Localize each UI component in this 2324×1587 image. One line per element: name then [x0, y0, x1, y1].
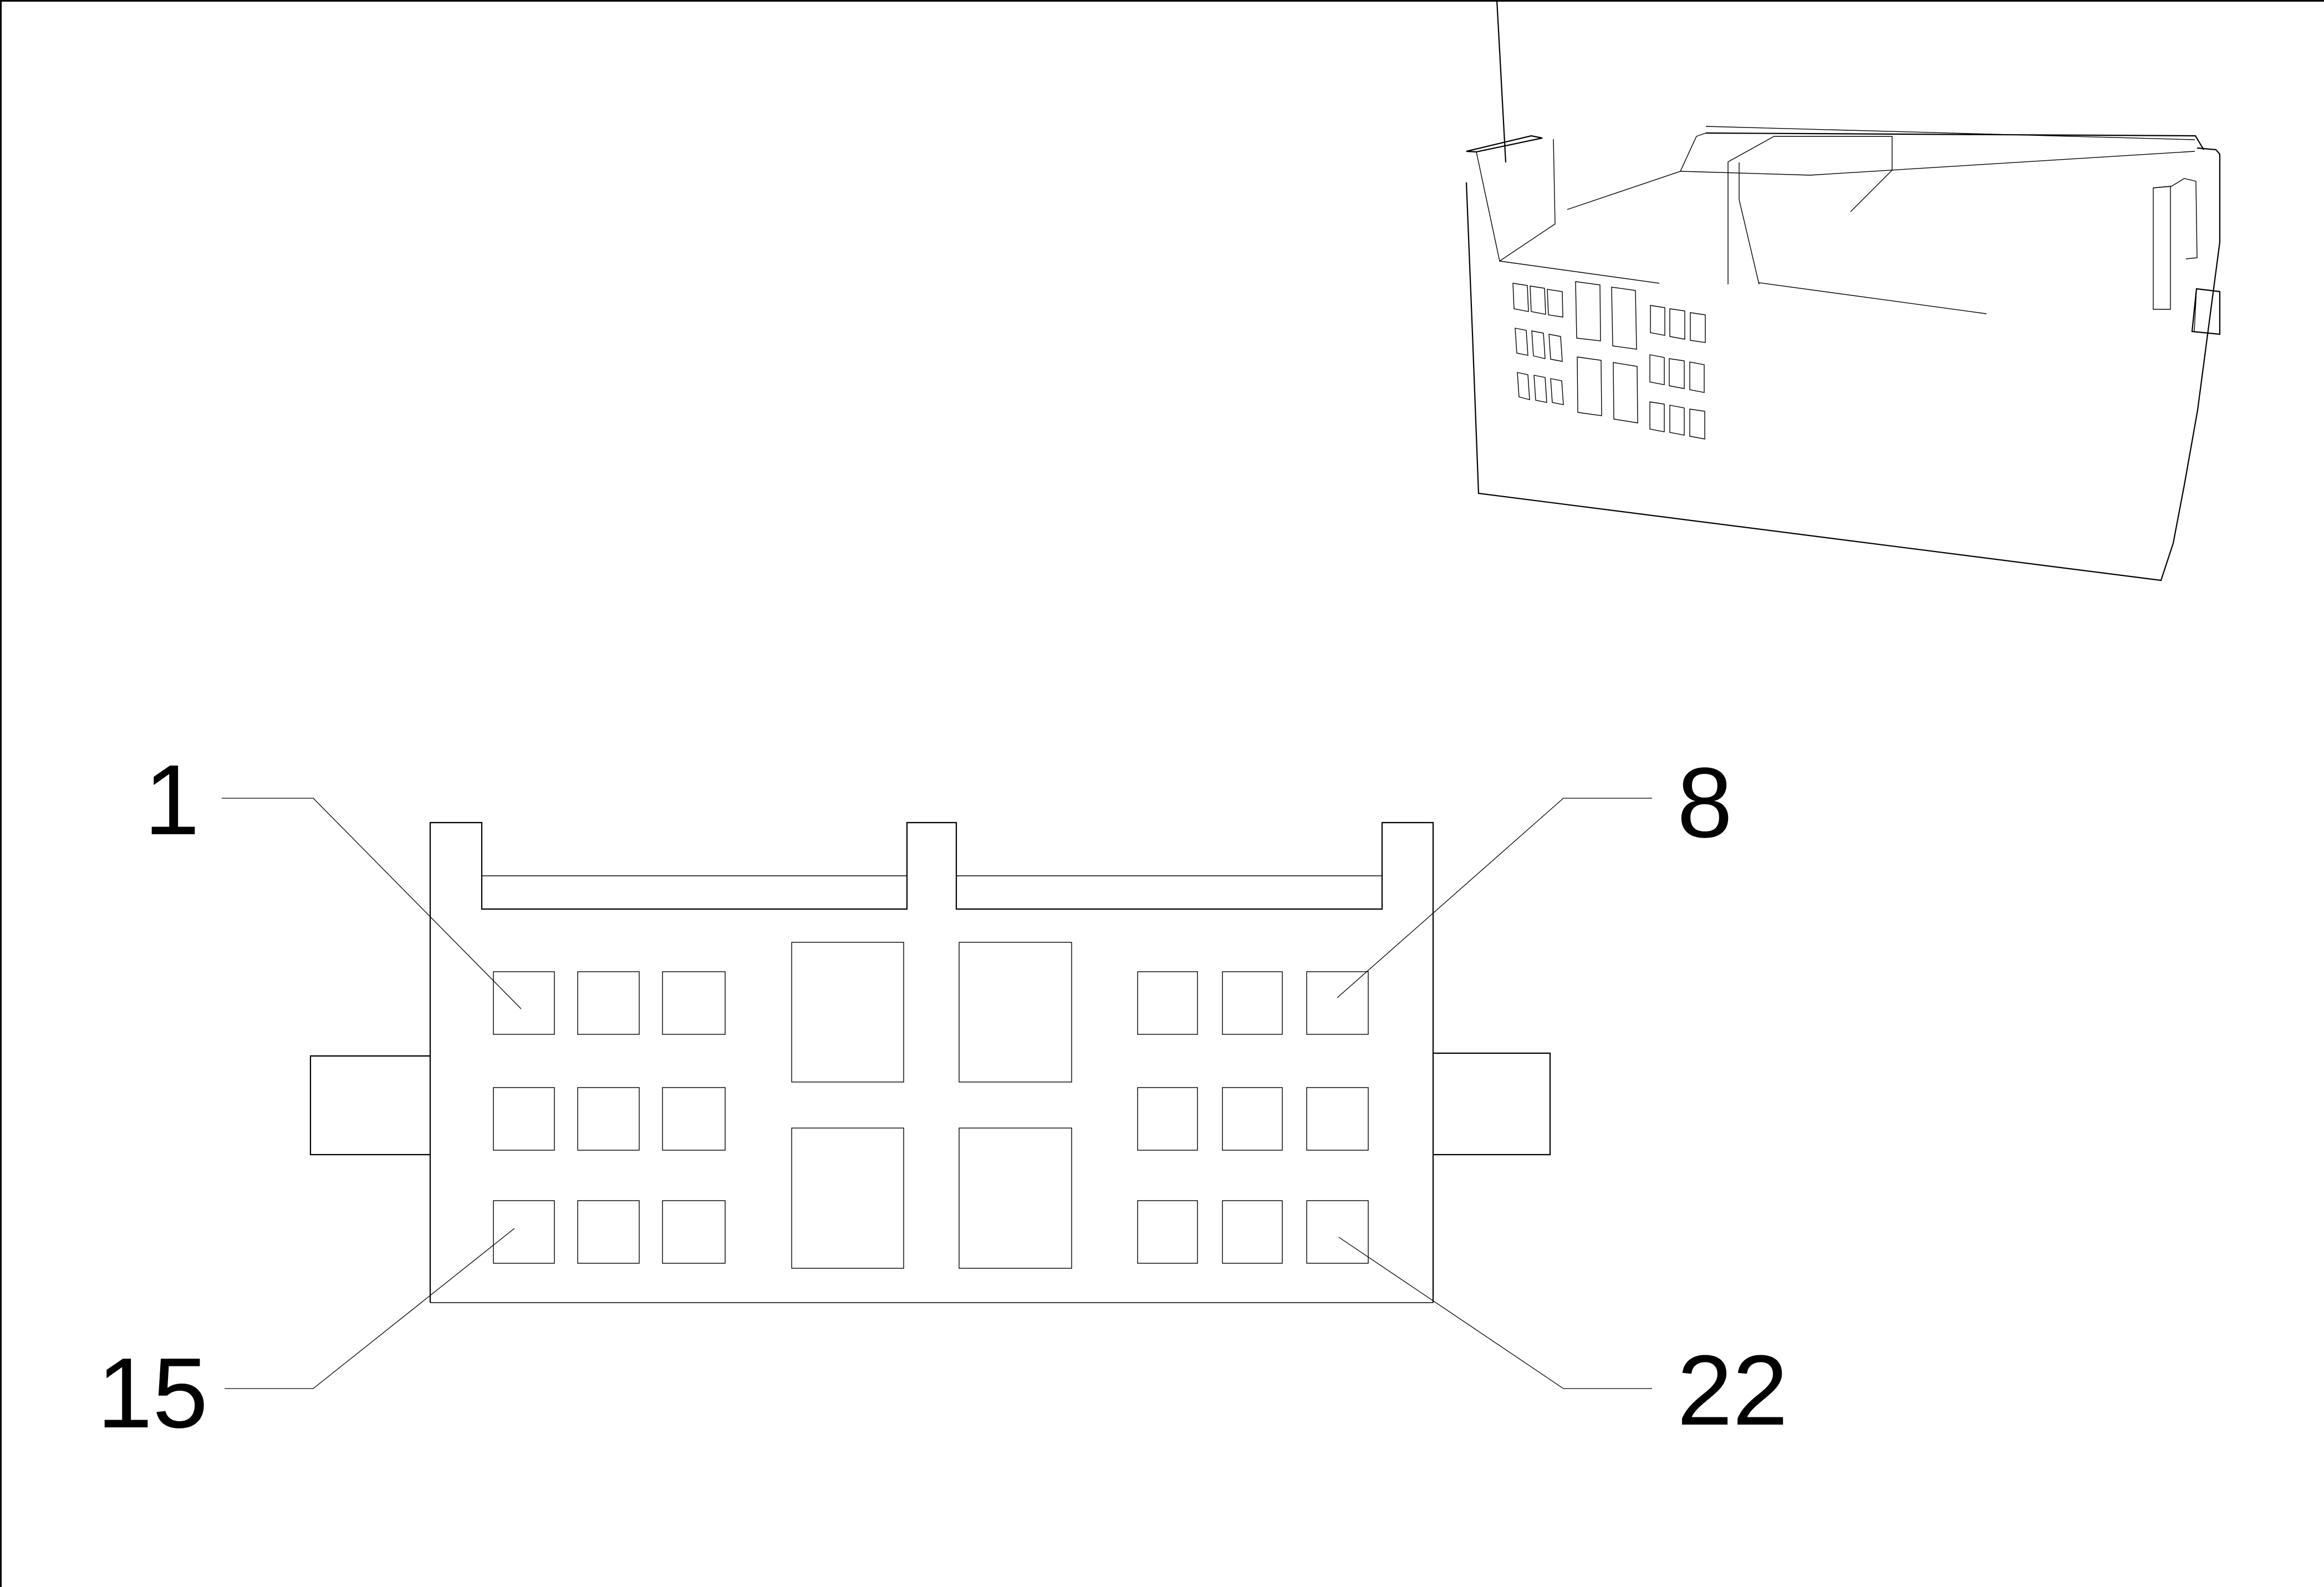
pin-6 [1137, 971, 1198, 1035]
pin-9 [493, 1087, 555, 1151]
pin-cavities-large [791, 942, 1072, 1269]
pin-17 [662, 1200, 726, 1264]
pin-7 [1222, 971, 1283, 1035]
pin-18 [791, 1127, 904, 1269]
pin-19 [959, 1127, 1072, 1269]
leader-lines [222, 798, 1652, 1389]
pin-16 [577, 1200, 640, 1264]
leader-pin-8 [1337, 798, 1652, 998]
leader-pin-1 [222, 798, 522, 1009]
pin-4 [791, 942, 904, 1083]
pin-22 [1306, 1200, 1369, 1264]
pin-cavities-small [493, 971, 1369, 1264]
pin-label-22: 22 [1677, 1335, 1788, 1446]
pin-2 [577, 971, 640, 1035]
pin-8 [1306, 971, 1369, 1035]
isometric-view [1465, 0, 2221, 581]
leader-pin-15 [225, 1228, 515, 1389]
pin-label-8: 8 [1677, 747, 1732, 859]
leader-pin-22 [1338, 1237, 1652, 1389]
pin-15 [493, 1200, 555, 1264]
pin-12 [1137, 1087, 1198, 1151]
pin-14 [1306, 1087, 1369, 1151]
pin-21 [1222, 1200, 1283, 1264]
pin-label-1: 1 [144, 744, 200, 856]
pin-label-15: 15 [97, 1338, 208, 1449]
pin-5 [959, 942, 1072, 1083]
pin-3 [662, 971, 726, 1035]
pin-1 [493, 971, 555, 1035]
pin-10 [577, 1087, 640, 1151]
pin-11 [662, 1087, 726, 1151]
pin-20 [1137, 1200, 1198, 1264]
front-face-view: 1 8 15 22 [97, 744, 1788, 1449]
pin-13 [1222, 1087, 1283, 1151]
